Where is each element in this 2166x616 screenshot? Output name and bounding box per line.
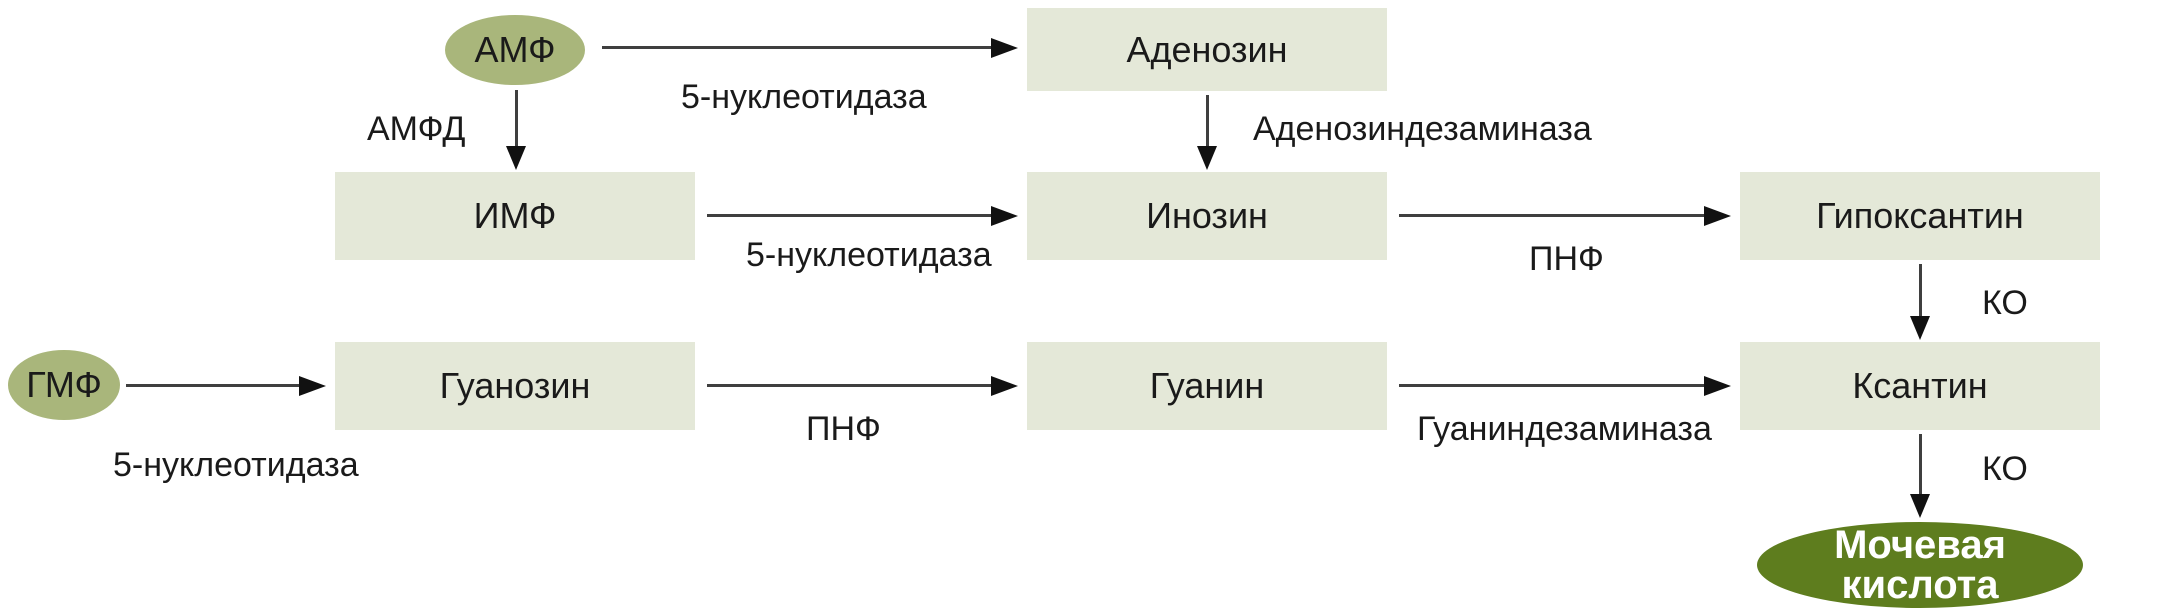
enzyme-label-adenosine-deaminase: Аденозиндезаминаза <box>1253 110 1592 148</box>
arrow-line <box>707 384 994 387</box>
arrow-line <box>1919 434 1922 496</box>
node-mochevaya-kislota: Мочевая кислота <box>1757 522 2083 608</box>
arrow-guanin-to-ksantin <box>1399 376 1731 396</box>
arrow-line <box>1206 95 1209 148</box>
arrow-gipoksantin-to-ksantin <box>1910 264 1930 340</box>
node-ksantin: Ксантин <box>1740 342 2100 430</box>
arrow-line <box>1399 214 1707 217</box>
node-imf: ИМФ <box>335 172 695 260</box>
node-adenozin: Аденозин <box>1027 8 1387 91</box>
arrow-ksantin-to-mochevaya-kislota <box>1910 434 1930 518</box>
node-gmf: ГМФ <box>8 350 120 420</box>
arrow-amf-to-adenozin <box>602 38 1018 58</box>
arrowhead-right-icon <box>1704 376 1731 396</box>
arrowhead-down-icon <box>1910 316 1930 340</box>
arrow-adenozin-to-inozin <box>1197 95 1217 170</box>
arrowhead-down-icon <box>506 146 526 170</box>
node-inozin: Инозин <box>1027 172 1387 260</box>
arrow-imf-to-inozin <box>707 206 1018 226</box>
arrow-inozin-to-gipoksantin <box>1399 206 1731 226</box>
enzyme-label-nucleotidase-top: 5-нуклеотидаза <box>681 78 927 116</box>
arrow-line <box>707 214 994 217</box>
enzyme-label-nucleotidase-middle: 5-нуклеотидаза <box>746 236 992 274</box>
enzyme-label-amfd: АМФД <box>367 110 466 148</box>
enzyme-label-guanine-deaminase: Гуаниндезаминаза <box>1417 410 1712 448</box>
arrowhead-down-icon <box>1197 146 1217 170</box>
arrow-line <box>602 46 994 49</box>
node-amf: АМФ <box>445 15 585 85</box>
arrow-line <box>1919 264 1922 318</box>
enzyme-label-pnf-bottom: ПНФ <box>806 410 881 448</box>
node-gipoksantin: Гипоксантин <box>1740 172 2100 260</box>
arrow-line <box>1399 384 1707 387</box>
node-guanin: Гуанин <box>1027 342 1387 430</box>
arrow-line <box>515 90 518 148</box>
arrow-line <box>126 384 302 387</box>
enzyme-label-pnf-middle: ПНФ <box>1529 240 1604 278</box>
arrow-guanozin-to-guanin <box>707 376 1018 396</box>
enzyme-label-ko-upper: КО <box>1982 284 2028 322</box>
enzyme-label-ko-lower: КО <box>1982 450 2028 488</box>
enzyme-label-nucleotidase-bottom: 5-нуклеотидаза <box>113 446 359 484</box>
arrow-gmf-to-guanozin <box>126 376 326 396</box>
node-guanozin: Гуанозин <box>335 342 695 430</box>
arrowhead-right-icon <box>991 376 1018 396</box>
arrowhead-right-icon <box>1704 206 1731 226</box>
arrowhead-down-icon <box>1910 494 1930 518</box>
arrowhead-right-icon <box>991 38 1018 58</box>
arrowhead-right-icon <box>299 376 326 396</box>
arrow-amf-to-imf <box>506 90 526 170</box>
arrowhead-right-icon <box>991 206 1018 226</box>
